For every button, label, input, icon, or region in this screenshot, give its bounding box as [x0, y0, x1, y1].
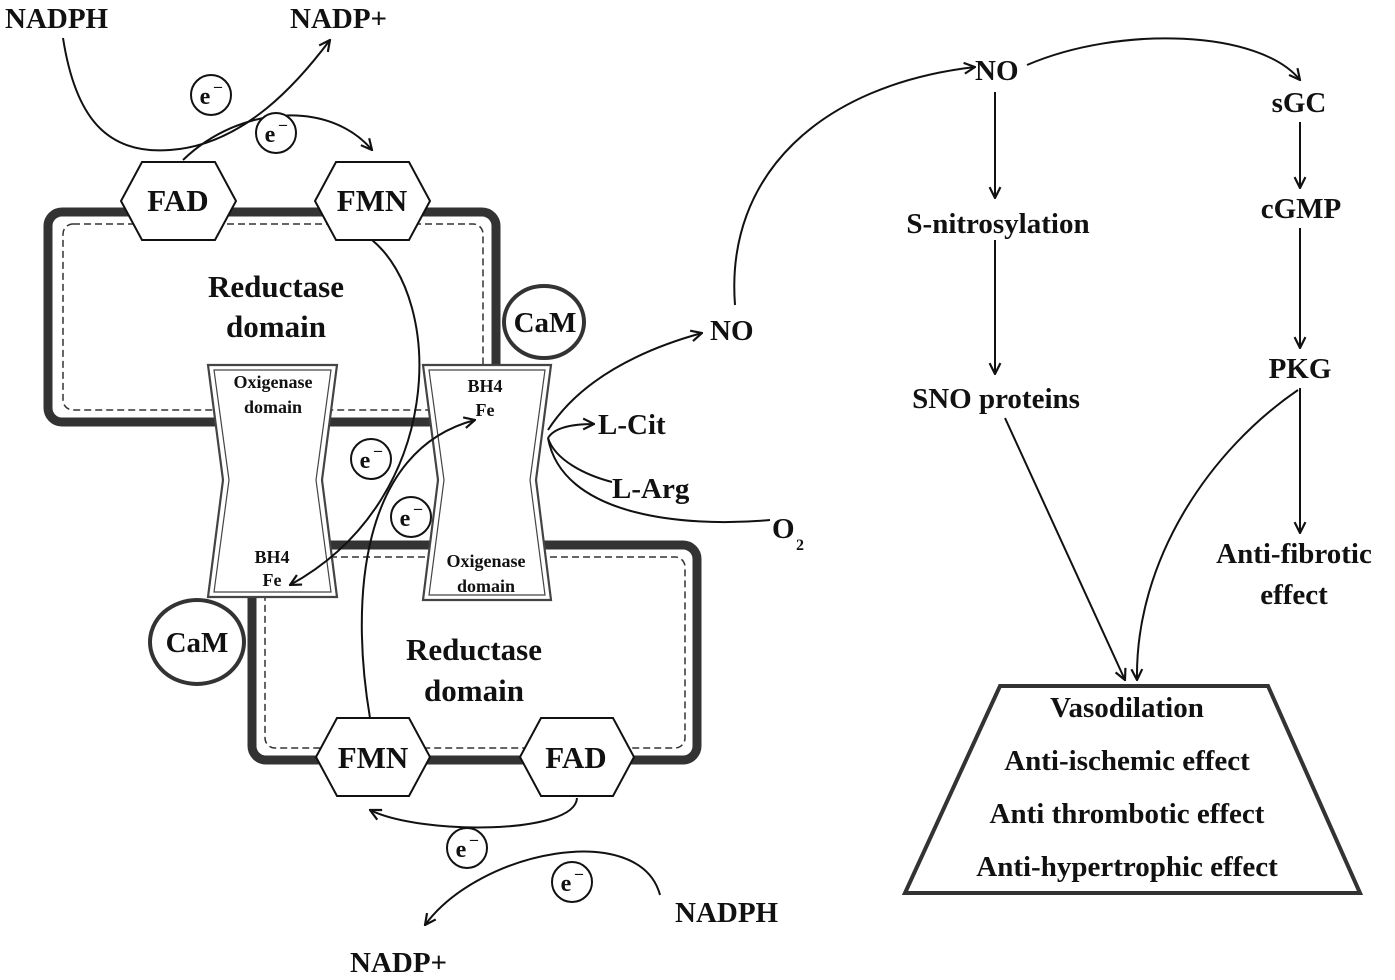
- fe-right-label: Fe: [476, 400, 495, 420]
- o2-subscript: 2: [796, 537, 804, 554]
- arrow-no-to-sgc: [1026, 37, 1300, 80]
- electron-badge: e –: [446, 827, 488, 869]
- fad-bottom-label: FAD: [545, 740, 606, 775]
- effect-anti-ischemic: Anti-ischemic effect: [1004, 745, 1250, 777]
- s-nitrosylation-label: S-nitrosylation: [906, 208, 1089, 240]
- arrow-nadph-to-nadp-bottom: [425, 850, 661, 925]
- svg-text:–: –: [469, 831, 479, 848]
- nadph-top-label: NADPH: [5, 3, 109, 35]
- cam-top-label: CaM: [514, 307, 577, 339]
- bh4-right-label: BH4: [467, 376, 502, 396]
- svg-text:e: e: [360, 448, 371, 474]
- svg-text:–: –: [373, 442, 383, 459]
- svg-text:–: –: [413, 500, 423, 517]
- fad-top-hexagon: [119, 161, 238, 241]
- svg-text:e: e: [561, 871, 572, 897]
- svg-text:e: e: [400, 506, 411, 532]
- electron-badge: e –: [390, 496, 432, 538]
- arrow-fmn-top-to-bh4-left: [290, 239, 421, 585]
- electron-badge: e –: [551, 861, 593, 903]
- svg-text:e: e: [456, 837, 467, 863]
- oxygenase-right-label-line2: domain: [457, 576, 515, 596]
- electron-badge: e –: [190, 74, 232, 116]
- svg-text:–: –: [278, 116, 288, 133]
- electron-badge: e –: [350, 438, 392, 480]
- fad-bottom-hexagon: [518, 717, 636, 797]
- fmn-top-label: FMN: [337, 183, 408, 218]
- effect-anti-thrombotic: Anti thrombotic effect: [990, 798, 1265, 830]
- svg-text:–: –: [213, 78, 223, 95]
- nadp-bottom-label: NADP+: [350, 947, 447, 979]
- arrow-fmn-bottom-to-bh4-right: [360, 420, 475, 719]
- oxygenase-left-label: Oxigenase: [234, 372, 313, 392]
- bh4-left-label: BH4: [254, 547, 289, 567]
- pkg-label: PKG: [1269, 353, 1332, 385]
- electron-badge: e –: [255, 112, 297, 154]
- reductase-top-label: Reductase: [208, 269, 344, 304]
- nadph-bottom-label: NADPH: [675, 897, 779, 929]
- line-o2: [547, 437, 771, 524]
- l-arg-label: L-Arg: [612, 473, 690, 505]
- cam-top-ellipse: [502, 284, 586, 360]
- effect-vasodilation: Vasodilation: [1050, 692, 1204, 724]
- cgmp-label: cGMP: [1261, 193, 1342, 225]
- o2-label: O: [772, 513, 795, 545]
- effects-trapezoid: [901, 684, 1364, 895]
- svg-text:e: e: [200, 84, 211, 110]
- oxygenase-right-label: Oxigenase: [447, 551, 526, 571]
- fmn-bottom-hexagon: [314, 717, 432, 797]
- svg-text:–: –: [574, 865, 584, 882]
- anti-fibrotic-label: Anti-fibrotic: [1216, 538, 1372, 570]
- nadp-top-label: NADP+: [290, 3, 387, 35]
- arrow-no-mid-to-no-top: [733, 67, 975, 306]
- no-top-label: NO: [975, 55, 1019, 87]
- svg-text:e: e: [265, 122, 276, 148]
- cam-bottom-ellipse: [148, 598, 246, 686]
- arrow-nadph-to-nadp-top: [62, 37, 330, 152]
- reductase-bottom-label: Reductase: [406, 632, 542, 667]
- fmn-top-hexagon: [313, 161, 432, 241]
- reductase-bottom-label-line2: domain: [424, 673, 524, 708]
- anti-fibrotic-label-line2: effect: [1260, 579, 1328, 611]
- sno-proteins-label: SNO proteins: [912, 383, 1080, 415]
- arrow-to-l-cit: [547, 424, 594, 439]
- effect-anti-hypertrophic: Anti-hypertrophic effect: [976, 851, 1278, 883]
- l-cit-label: L-Cit: [598, 409, 666, 441]
- line-l-arg: [547, 437, 613, 483]
- arrow-pkg-to-effects: [1137, 389, 1299, 680]
- arrow-fad-to-fmn-bottom: [370, 797, 578, 829]
- sgc-label: sGC: [1272, 87, 1327, 119]
- fad-top-label: FAD: [147, 183, 208, 218]
- reductase-top-label-line2: domain: [226, 309, 326, 344]
- fe-left-label: Fe: [263, 570, 282, 590]
- cam-bottom-label: CaM: [166, 627, 229, 659]
- no-mid-label: NO: [710, 315, 754, 347]
- arrow-to-no-mid: [547, 333, 702, 431]
- fmn-bottom-label: FMN: [338, 740, 409, 775]
- oxygenase-domain-right: [421, 363, 553, 602]
- oxygenase-left-label-line2: domain: [244, 397, 302, 417]
- oxygenase-domain-left: [206, 363, 339, 599]
- arrow-sno-to-effects: [1004, 417, 1125, 680]
